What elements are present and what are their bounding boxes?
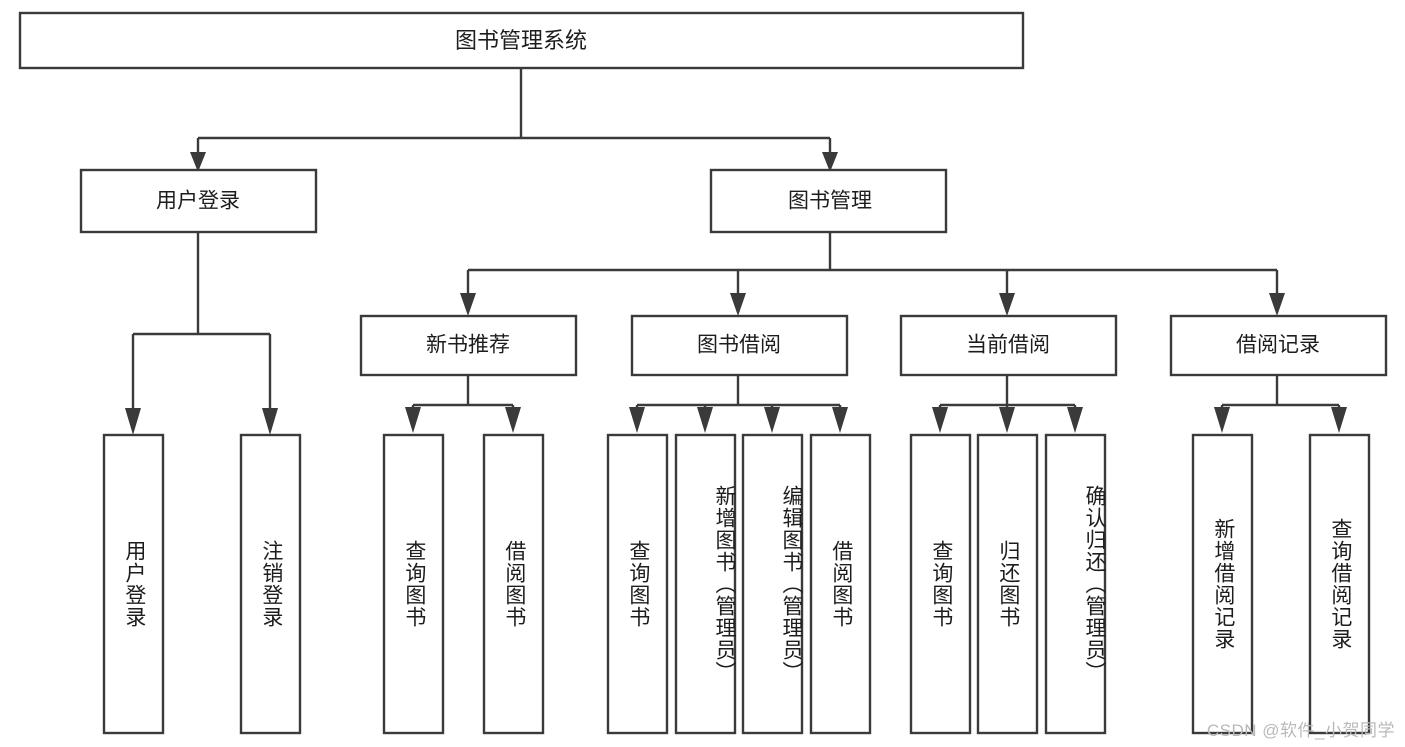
node-new-book-rec[interactable]: 新书推荐 <box>359 314 578 377</box>
node-current-borrow-label: 当前借阅 <box>966 334 1050 357</box>
arrow-head-icon <box>190 152 206 172</box>
leaf-box-query-book-1[interactable] <box>382 433 445 735</box>
arrow-head-icon <box>822 152 838 172</box>
node-book-manage-box[interactable] <box>709 168 948 234</box>
leaf-box-add-book[interactable] <box>674 433 737 735</box>
node-book-borrow[interactable]: 图书借阅 <box>630 314 849 377</box>
node-book-manage-label: 图书管理 <box>788 190 872 213</box>
arrow-head-icon <box>999 407 1015 433</box>
node-new-book-rec-box[interactable] <box>359 314 578 377</box>
node-root-box[interactable] <box>18 11 1025 70</box>
leaf-box-confirm-return[interactable] <box>1044 433 1107 735</box>
watermark-text: CSDN @软件_小贺同学 <box>1206 721 1395 740</box>
connector-bookmanage-to-level3 <box>460 232 1285 316</box>
leaf-box-query-record[interactable] <box>1308 433 1371 735</box>
node-book-borrow-box[interactable] <box>630 314 849 377</box>
arrow-head-icon <box>697 407 713 433</box>
connector-bookborrow-to-leaves <box>629 375 848 433</box>
leaf-box-edit-book[interactable] <box>741 433 804 735</box>
leaf-box-return-book[interactable] <box>976 433 1039 735</box>
arrow-head-icon <box>832 407 848 433</box>
leaf-box-logout[interactable] <box>239 433 302 735</box>
node-borrow-record-box[interactable] <box>1169 314 1388 377</box>
node-user-login-box[interactable] <box>79 168 318 234</box>
connector-root-to-level2 <box>190 68 838 172</box>
node-borrow-record-label: 借阅记录 <box>1236 334 1320 357</box>
arrow-head-icon <box>262 408 278 435</box>
node-user-login[interactable]: 用户登录 <box>79 168 318 234</box>
leaf-box-borrow-book-1[interactable] <box>482 433 545 735</box>
node-new-book-rec-label: 新书推荐 <box>426 334 510 357</box>
node-borrow-record[interactable]: 借阅记录 <box>1169 314 1388 377</box>
arrow-head-icon <box>405 407 421 433</box>
node-book-manage[interactable]: 图书管理 <box>709 168 948 234</box>
connector-borrowrecord-to-leaves <box>1214 375 1347 433</box>
leaf-box-query-book-2[interactable] <box>606 433 669 735</box>
node-current-borrow-box[interactable] <box>899 314 1118 377</box>
arrow-head-icon <box>1067 407 1083 433</box>
leaf-box-user-login[interactable] <box>102 433 165 735</box>
arrow-head-icon <box>999 293 1015 316</box>
arrow-head-icon <box>730 293 746 316</box>
leaf-box-add-record[interactable] <box>1191 433 1254 735</box>
leaf-box-query-book-3[interactable] <box>909 433 972 735</box>
connector-currentborrow-to-leaves <box>932 375 1083 433</box>
node-root-label: 图书管理系统 <box>455 28 587 53</box>
node-root[interactable]: 图书管理系统 <box>18 11 1025 70</box>
arrow-head-icon <box>764 407 780 433</box>
node-user-login-label: 用户登录 <box>156 190 240 213</box>
connector-userlogin-to-leaves <box>125 232 278 435</box>
arrow-head-icon <box>1269 293 1285 316</box>
arrow-head-icon <box>125 408 141 435</box>
node-book-borrow-label: 图书借阅 <box>697 334 781 357</box>
leaf-box-borrow-book-2[interactable] <box>809 433 872 735</box>
node-current-borrow[interactable]: 当前借阅 <box>899 314 1118 377</box>
connector-newbook-to-leaves <box>405 375 521 433</box>
arrow-head-icon <box>505 407 521 433</box>
arrow-head-icon <box>932 407 948 433</box>
arrow-head-icon <box>1214 407 1230 433</box>
arrow-head-icon <box>460 293 476 316</box>
arrow-head-icon <box>1331 407 1347 433</box>
arrow-head-icon <box>629 407 645 433</box>
leaf-boxes <box>102 433 1371 735</box>
